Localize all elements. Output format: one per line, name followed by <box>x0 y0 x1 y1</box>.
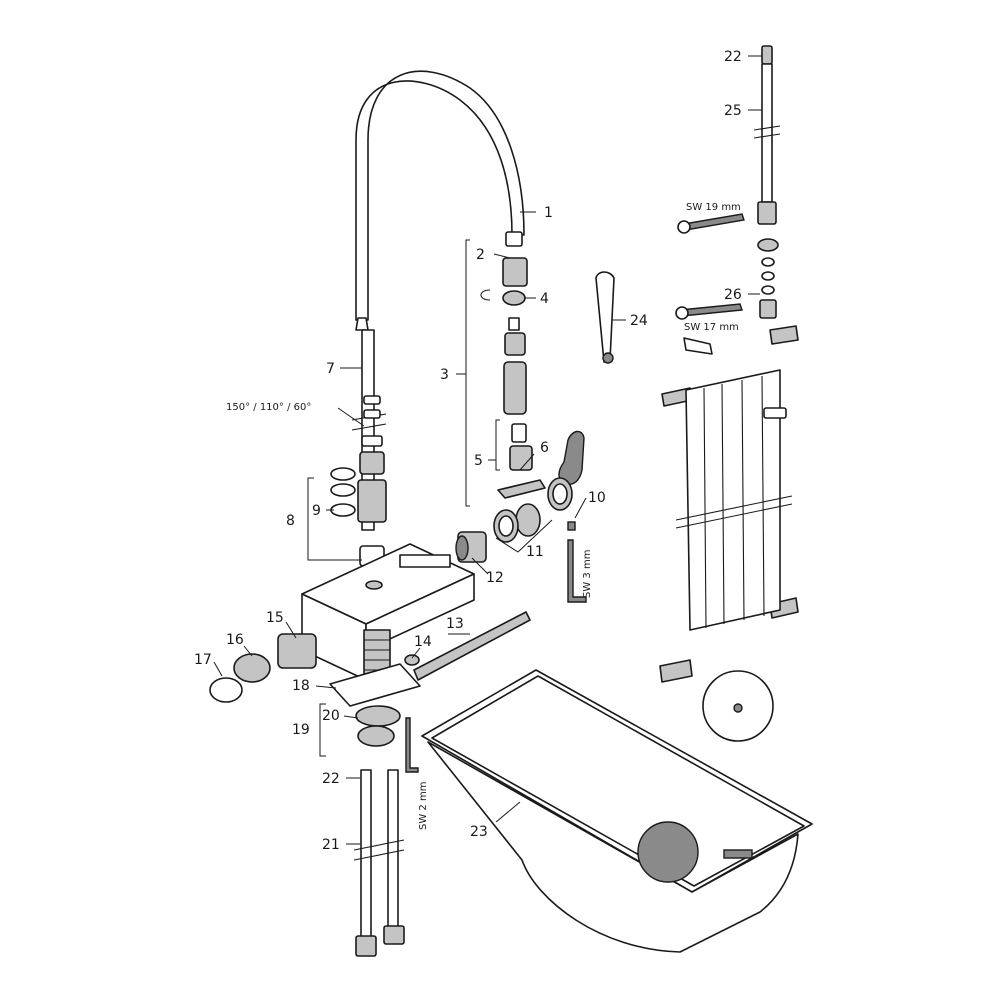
label-22a: 22 <box>322 771 340 787</box>
wrench-sw17 <box>675 303 743 320</box>
label-1: 1 <box>544 205 553 221</box>
mounting-plate-part-18 <box>329 663 421 707</box>
grub-screw-part-10 <box>567 521 576 531</box>
spout-nut-part-2 <box>502 257 528 287</box>
label-13: 13 <box>446 616 464 632</box>
label-9: 9 <box>312 503 321 519</box>
label-17: 17 <box>194 652 212 668</box>
cartridge-rings-part-11 <box>493 477 573 543</box>
label-3: 3 <box>440 367 449 383</box>
leader-lines <box>213 55 762 845</box>
label-15: 15 <box>266 610 284 626</box>
label-21: 21 <box>322 837 340 853</box>
label-19: 19 <box>292 722 310 738</box>
label-14: 14 <box>414 634 432 650</box>
allen-key-sw3-label: SW 3 mm <box>582 550 593 598</box>
label-26: 26 <box>724 287 742 303</box>
label-18: 18 <box>292 678 310 694</box>
faucet-body <box>301 543 475 681</box>
o-rings-part-9 <box>330 467 356 517</box>
wall-profile <box>675 369 793 631</box>
button-part-14 <box>404 654 420 666</box>
supply-hoses-part-21 <box>353 769 405 957</box>
holder-part-24 <box>595 271 615 364</box>
rail-part-13 <box>413 611 531 681</box>
adapter-part-26 <box>757 238 779 319</box>
label-10: 10 <box>588 490 606 506</box>
supply-hose-part-25 <box>753 45 781 225</box>
label-6: 6 <box>540 440 549 456</box>
spout-part-1 <box>355 70 525 331</box>
label-12: 12 <box>486 570 504 586</box>
label-11: 11 <box>526 544 544 560</box>
label-22b: 22 <box>724 49 742 65</box>
wrench-sw17-label: SW 17 mm <box>684 322 739 333</box>
diverter-part-15 <box>277 633 317 669</box>
annotations: 150° / 110° / 60° SW 19 mm SW 17 mm SW 3… <box>226 202 741 830</box>
label-24: 24 <box>630 313 648 329</box>
nut-part-20 <box>355 705 401 747</box>
label-7: 7 <box>326 361 335 377</box>
wrench-sw19 <box>677 213 745 234</box>
cartridge-part-12 <box>455 531 487 563</box>
label-4: 4 <box>540 291 549 307</box>
allen-key-sw2 <box>405 717 419 773</box>
allen-key-sw2-label: SW 2 mm <box>418 782 429 830</box>
label-2: 2 <box>476 247 485 263</box>
label-8: 8 <box>286 513 295 529</box>
drain-cover-disk <box>702 670 774 742</box>
angle-annotation: 150° / 110° / 60° <box>226 402 311 413</box>
bracket-part-6 <box>497 479 546 499</box>
cover-part-17 <box>209 677 243 703</box>
lever-handle <box>558 430 585 486</box>
label-25: 25 <box>724 103 742 119</box>
connector-part-3 <box>503 317 527 415</box>
part-labels: 1 2 3 4 5 6 7 8 9 10 11 12 13 14 15 16 1… <box>194 49 742 853</box>
sink-insert-part-23 <box>421 669 813 953</box>
wrench-sw19-label: SW 19 mm <box>686 202 741 213</box>
diverter-knob-part-16 <box>233 653 271 683</box>
valve-part-5 <box>509 423 533 471</box>
label-20: 20 <box>322 708 340 724</box>
label-23: 23 <box>470 824 488 840</box>
label-5: 5 <box>474 453 483 469</box>
label-16: 16 <box>226 632 244 648</box>
clip-and-ring-part-4 <box>480 289 526 306</box>
allen-key-sw3 <box>567 539 587 603</box>
